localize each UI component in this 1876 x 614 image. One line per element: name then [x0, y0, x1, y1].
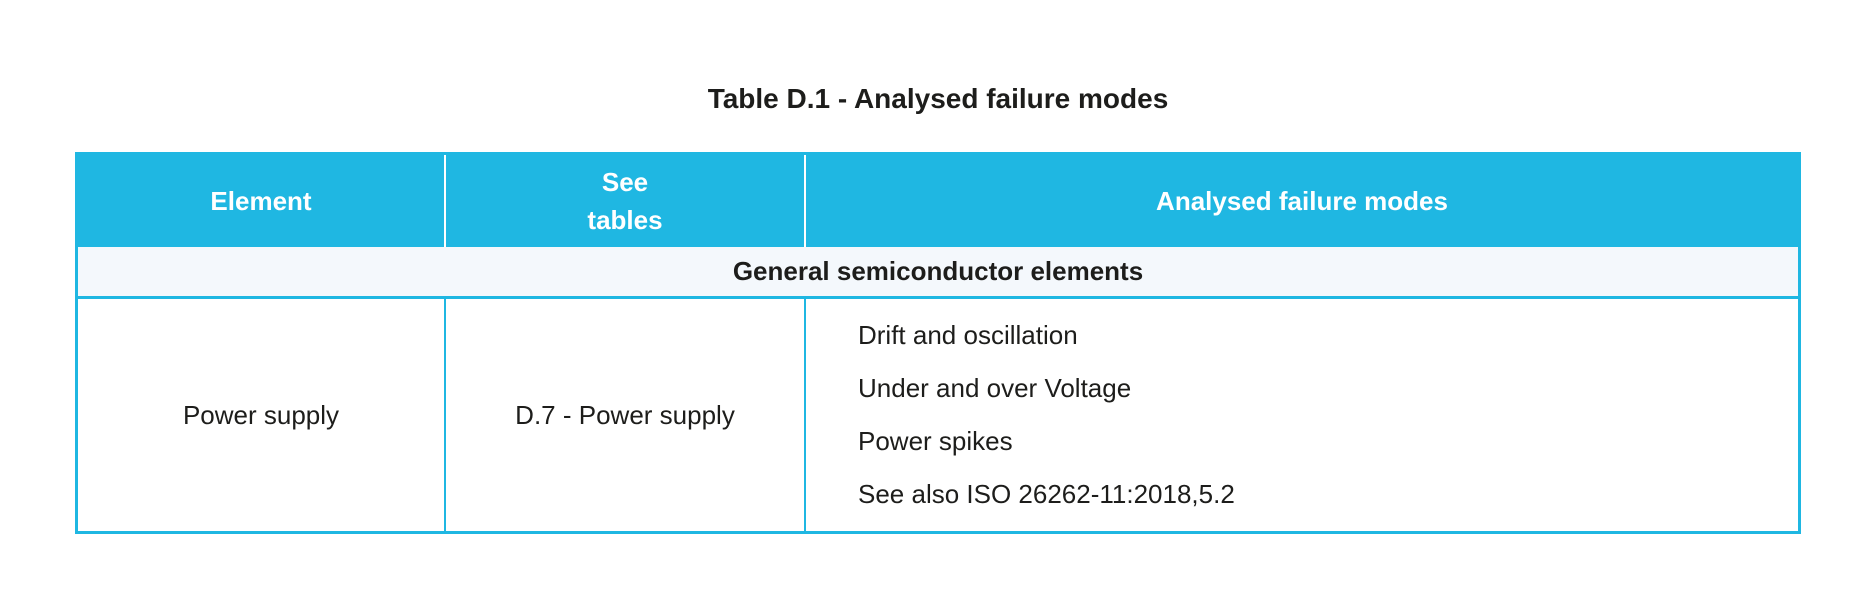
cell-element: Power supply	[182, 399, 340, 430]
column-header-analysed-failure-modes: Analysed failure modes	[804, 155, 1798, 247]
failure-mode-line: See also ISO 26262-11:2018,5.2	[858, 479, 1235, 509]
column-header-element: Element	[210, 186, 312, 216]
section-header-general-semiconductor-elements: General semiconductor elements	[78, 247, 1798, 299]
cell-see-tables: D.7 - Power supply	[444, 299, 804, 531]
page-title: Table D.1 - Analysed failure modes	[707, 83, 1169, 114]
column-header-see-tables: See tables	[444, 155, 804, 247]
failure-mode-line: Drift and oscillation	[858, 320, 1078, 350]
table-row: Power supply D.7 - Power supply Drift an…	[78, 299, 1798, 531]
failure-mode-line: Power spikes	[858, 426, 1013, 456]
failure-modes-table: Element See tables Analysed failure mode…	[75, 152, 1801, 534]
failure-mode-line: Under and over Voltage	[858, 373, 1132, 403]
table-header-row: Element See tables Analysed failure mode…	[78, 155, 1798, 247]
